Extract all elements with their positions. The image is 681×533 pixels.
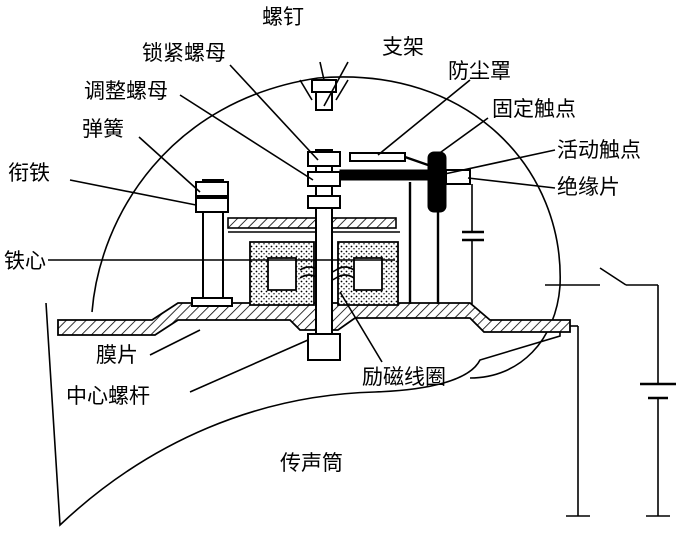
label-iron-core: 铁心	[4, 249, 46, 273]
label-screw: 螺钉	[262, 5, 304, 29]
horn-tube-outline	[45, 302, 561, 527]
label-horn-tube: 传声筒	[280, 451, 343, 475]
contact-assembly	[339, 151, 484, 304]
label-spring: 弹簧	[82, 117, 124, 141]
center-bolt	[307, 149, 341, 361]
top-screw-bracket	[299, 61, 349, 111]
diaphragm	[57, 302, 571, 336]
armature-bolt	[191, 179, 233, 307]
label-dust-cover: 防尘罩	[448, 59, 511, 83]
leader-lines	[48, 61, 556, 393]
label-excitation-coil: 励磁线圈	[362, 365, 446, 389]
label-adjust-nut: 调整螺母	[84, 79, 168, 103]
external-circuit	[545, 267, 676, 517]
iron-core-assembly	[249, 241, 399, 306]
label-fixed-contact: 固定触点	[492, 97, 576, 121]
iron-core-left	[249, 241, 315, 306]
label-armature: 衔铁	[8, 161, 50, 185]
label-center-bolt: 中心螺杆	[66, 384, 150, 408]
label-bracket: 支架	[382, 35, 424, 59]
label-moving-contact: 活动触点	[557, 138, 641, 162]
armature-plate	[227, 217, 397, 229]
label-lock-nut: 锁紧螺母	[142, 41, 226, 65]
label-insulator: 绝缘片	[557, 175, 620, 199]
label-diaphragm: 膜片	[96, 343, 138, 367]
iron-core-right	[337, 241, 399, 306]
